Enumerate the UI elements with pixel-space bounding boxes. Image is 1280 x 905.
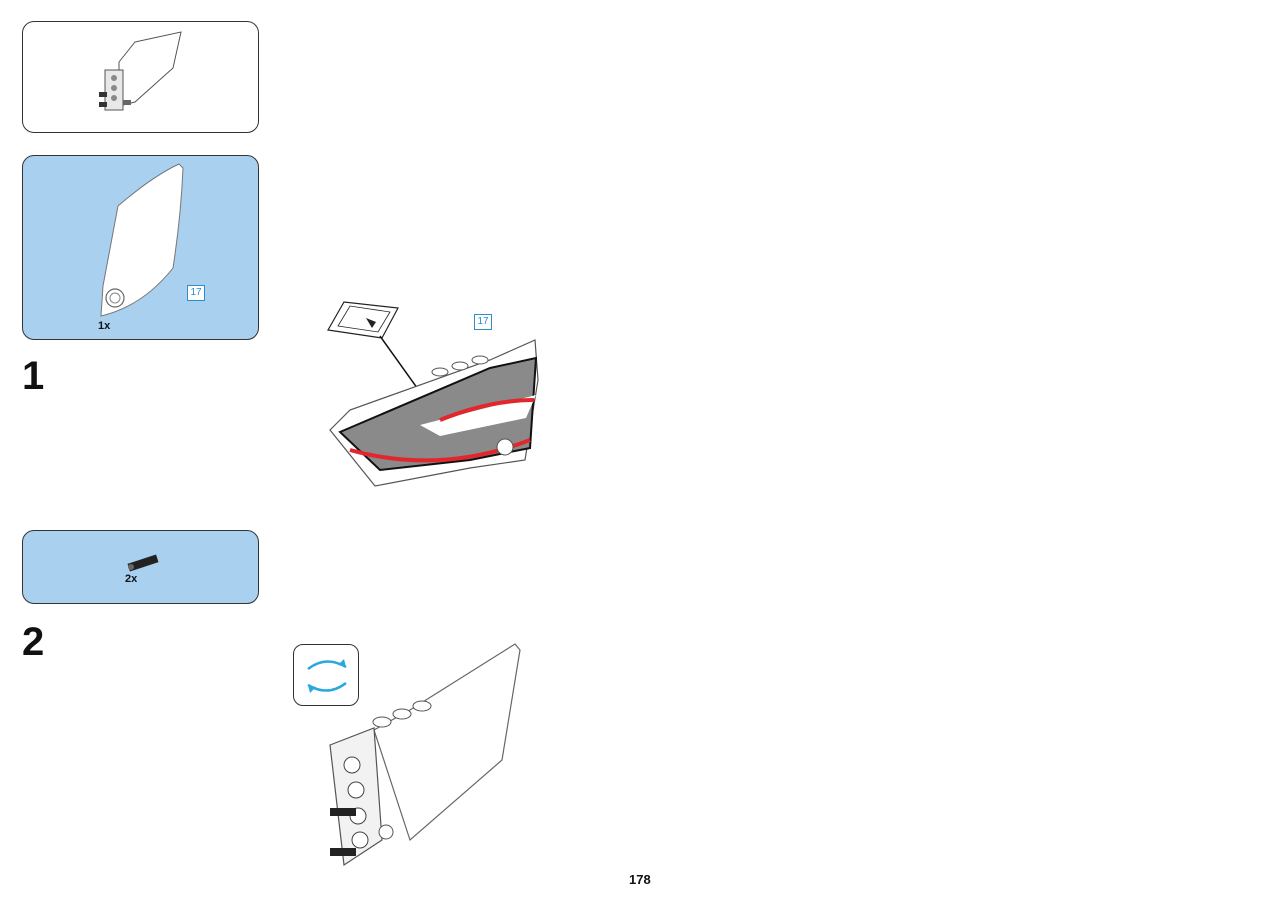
step-number: 2: [22, 620, 45, 664]
subassembly-model-icon: [99, 31, 182, 111]
part-quantity: 1x: [98, 320, 111, 332]
panel-part-icon: [100, 163, 184, 317]
parts-list-step-1: [22, 155, 259, 340]
sticker-number-tag: 17: [474, 314, 492, 330]
pin-part-icon: [127, 554, 159, 572]
sticker-panel-illustration: [327, 301, 539, 487]
page-number: 178: [629, 872, 651, 887]
panel-with-pins-illustration: [329, 643, 521, 867]
parts-list-step-2: [22, 530, 259, 604]
sticker-number-tag: 17: [187, 285, 205, 301]
step-number: 1: [22, 354, 45, 398]
subassembly-callout: [22, 21, 259, 133]
part-quantity: 2x: [125, 573, 138, 585]
rotate-model-icon: [293, 644, 359, 706]
